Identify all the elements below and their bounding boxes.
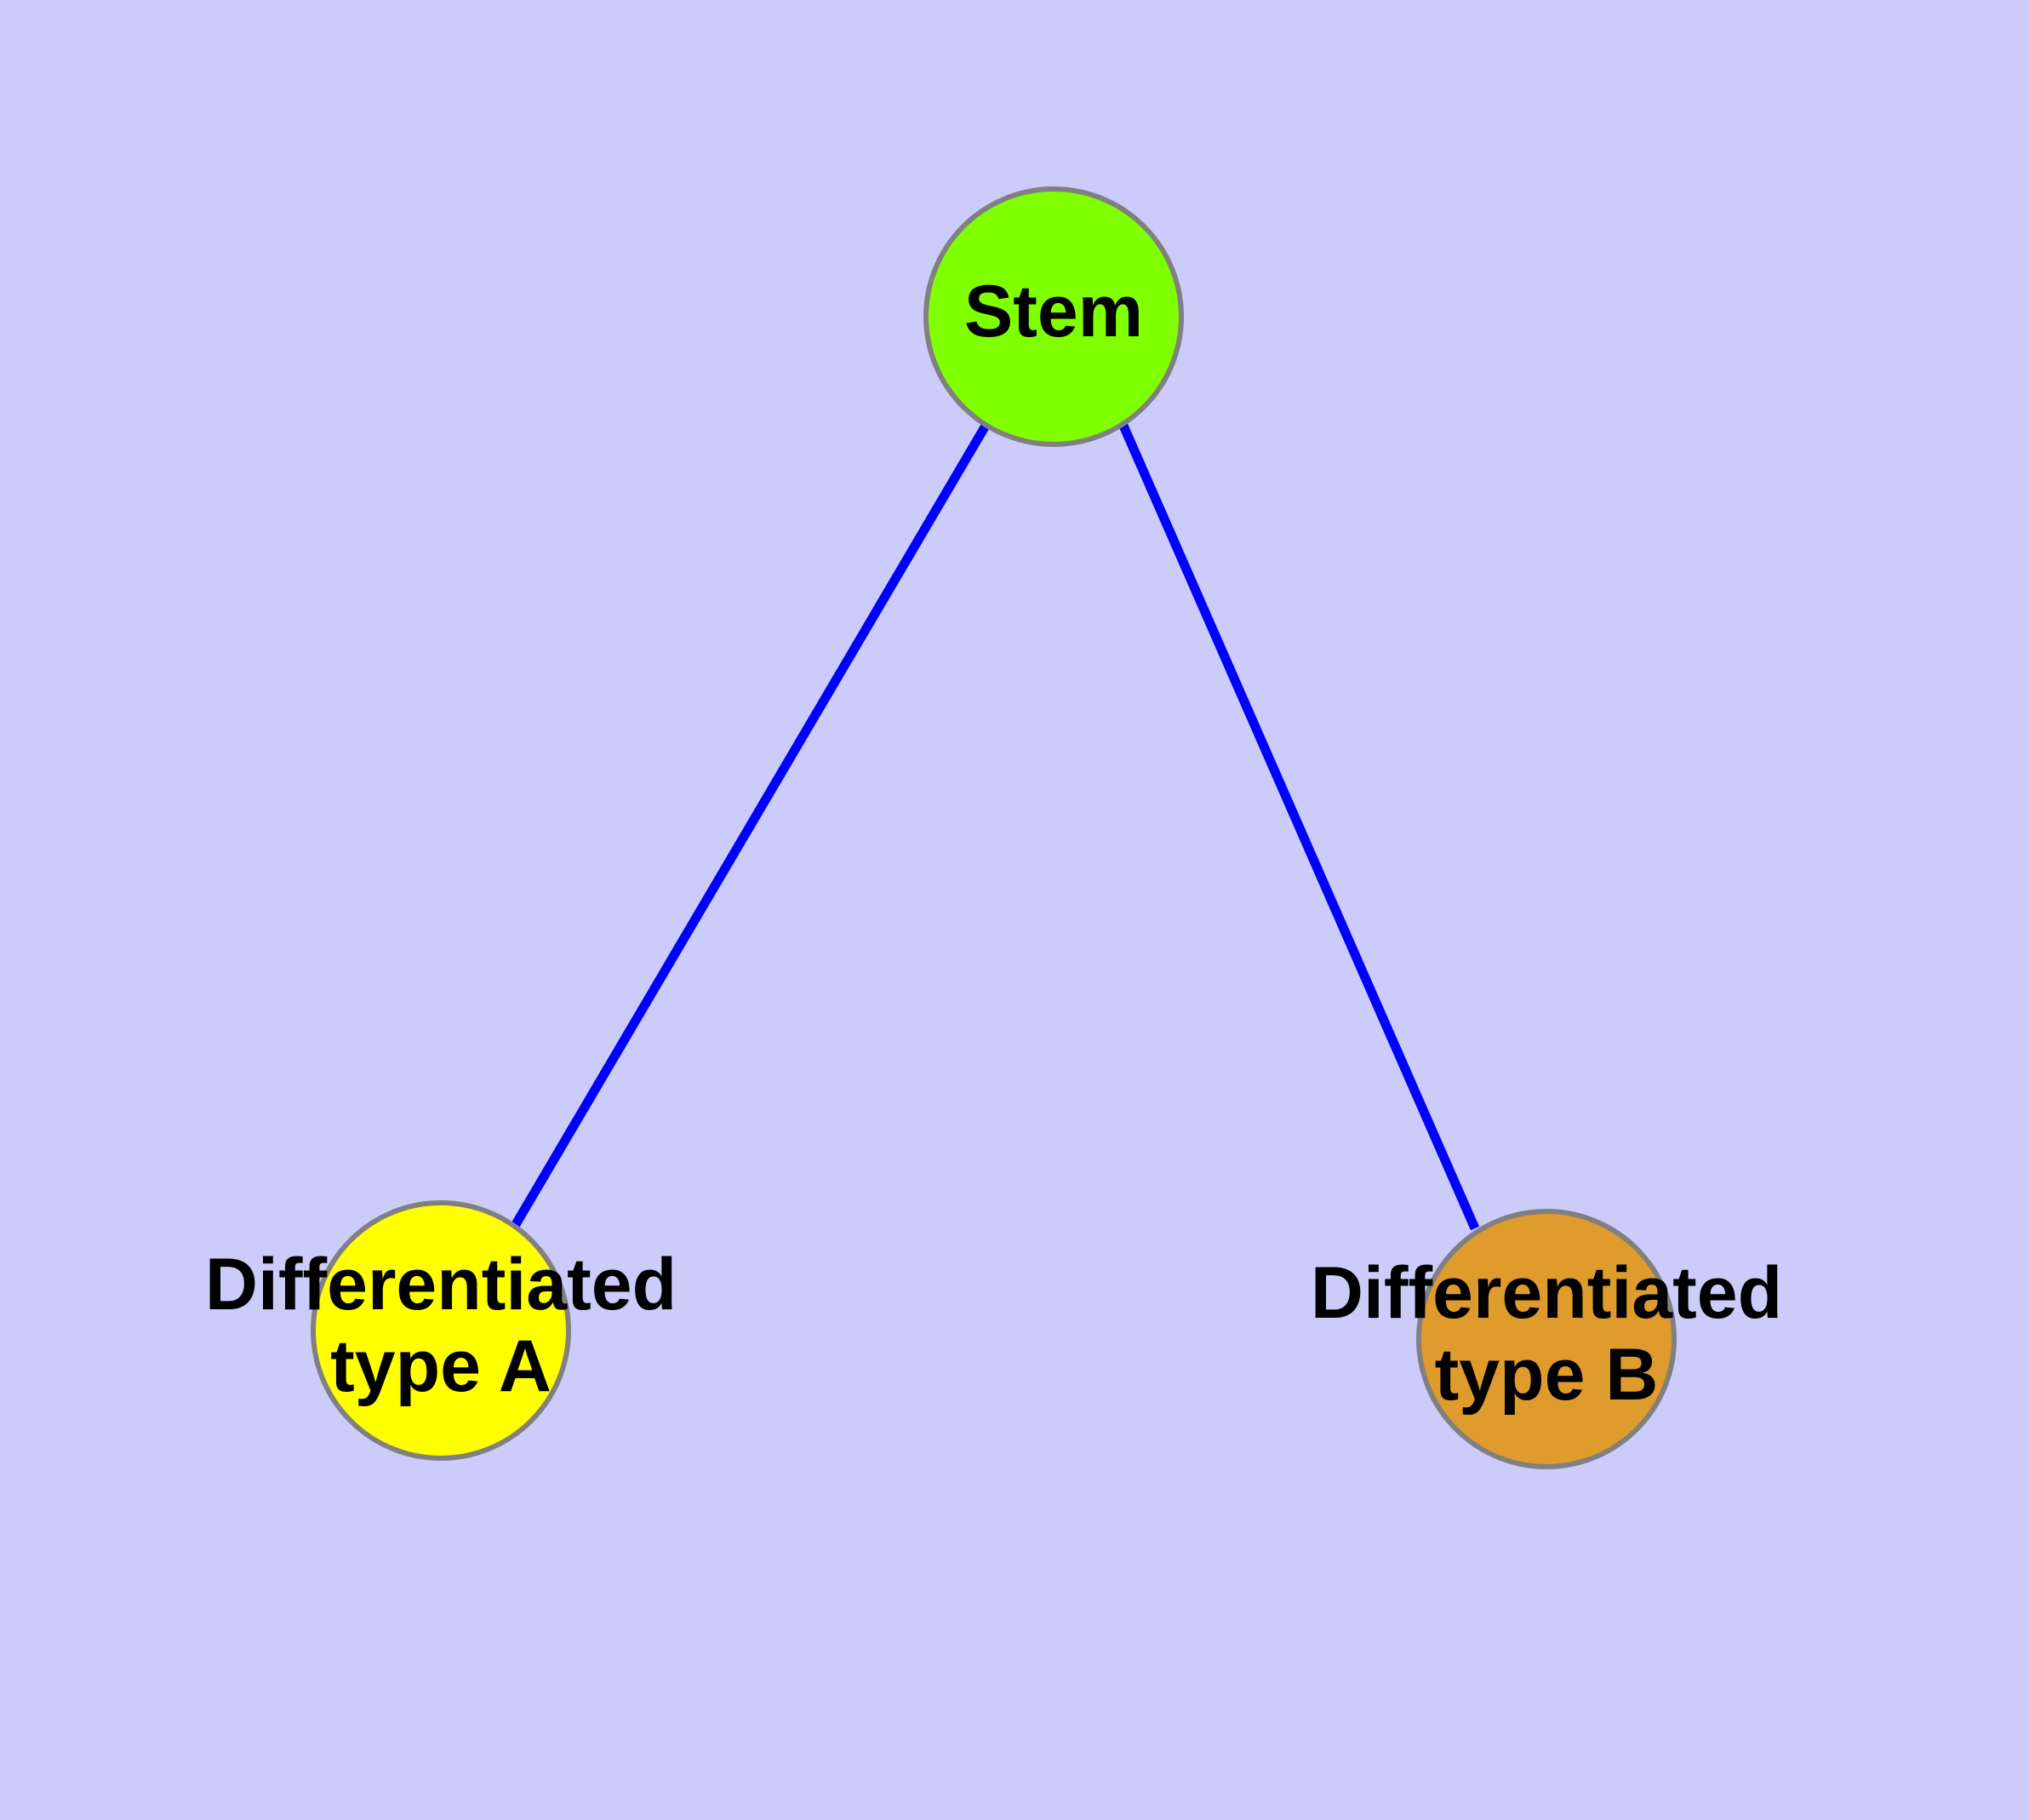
- graph-node-stem[interactable]: Stem: [923, 186, 1184, 447]
- node-label-stem: Stem: [964, 271, 1143, 352]
- node-circle-diff-a[interactable]: [311, 1200, 571, 1461]
- node-circle-diff-b[interactable]: [1416, 1209, 1677, 1469]
- node-circle-stem[interactable]: [923, 186, 1184, 447]
- edge-layer: [511, 423, 1480, 1231]
- graph-edge-stem-to-diff-b: [1118, 423, 1480, 1231]
- graph-edge-stem-to-diff-a: [511, 423, 990, 1228]
